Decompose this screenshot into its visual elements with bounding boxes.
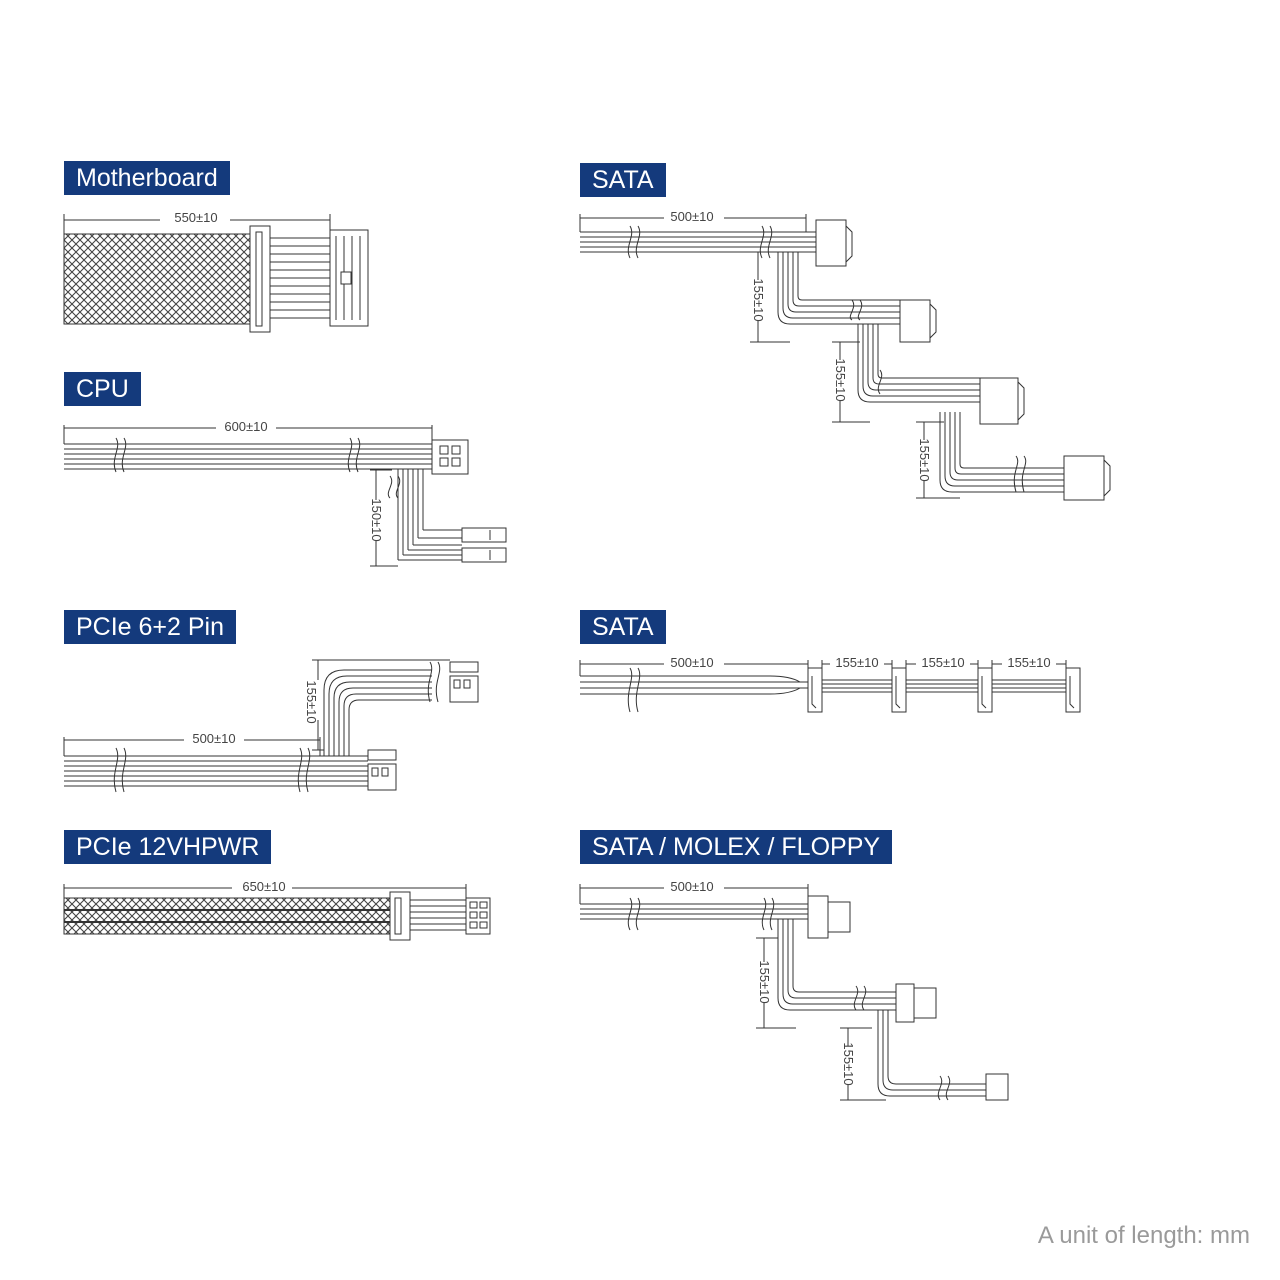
dim-cpu-branch-length: 150±10	[369, 498, 384, 541]
dim-sata1-seg3-length: 155±10	[917, 438, 932, 481]
dim-sm-main-length: 500±10	[670, 879, 713, 894]
label-pcie-6-2-pin: PCIe 6+2 Pin	[64, 610, 237, 644]
sata-cascade-cable	[579, 214, 1111, 501]
dim-cpu-main-length: 600±10	[224, 419, 267, 434]
label-sata-molex-floppy: SATA / MOLEX / FLOPPY	[580, 830, 893, 864]
label-sata-middle: SATA	[580, 610, 666, 644]
motherboard-cable	[63, 214, 369, 333]
dim-sata1-main-length: 500±10	[670, 209, 713, 224]
dim-sata2-seg1-length: 155±10	[835, 655, 878, 670]
sata-inline-cable	[579, 660, 1081, 713]
label-sata-top: SATA	[580, 163, 666, 197]
dim-pcie62-main-length: 500±10	[192, 731, 235, 746]
dim-pcie62-branch-length: 155±10	[304, 680, 319, 723]
label-motherboard: Motherboard	[64, 161, 230, 195]
dim-sm-seg2-length: 155±10	[841, 1042, 856, 1085]
dim-motherboard-length: 550±10	[174, 210, 217, 225]
pcie-6-2-cable	[63, 659, 479, 793]
cpu-cable	[63, 425, 507, 567]
dim-sm-seg1-length: 155±10	[757, 960, 772, 1003]
dim-sata2-seg3-length: 155±10	[1007, 655, 1050, 670]
dim-sata1-seg2-length: 155±10	[833, 358, 848, 401]
unit-footnote: A unit of length: mm	[1037, 1222, 1250, 1249]
dim-sata1-seg1-length: 155±10	[751, 278, 766, 321]
dim-sata2-seg2-length: 155±10	[921, 655, 964, 670]
dim-pcie12-length: 650±10	[242, 879, 285, 894]
dim-sata2-main-length: 500±10	[670, 655, 713, 670]
sata-molex-floppy-cable	[579, 884, 1009, 1101]
label-cpu: CPU	[64, 372, 141, 406]
label-pcie-12vhpwr: PCIe 12VHPWR	[64, 830, 272, 864]
pcie-12vhpwr-cable	[63, 884, 491, 941]
